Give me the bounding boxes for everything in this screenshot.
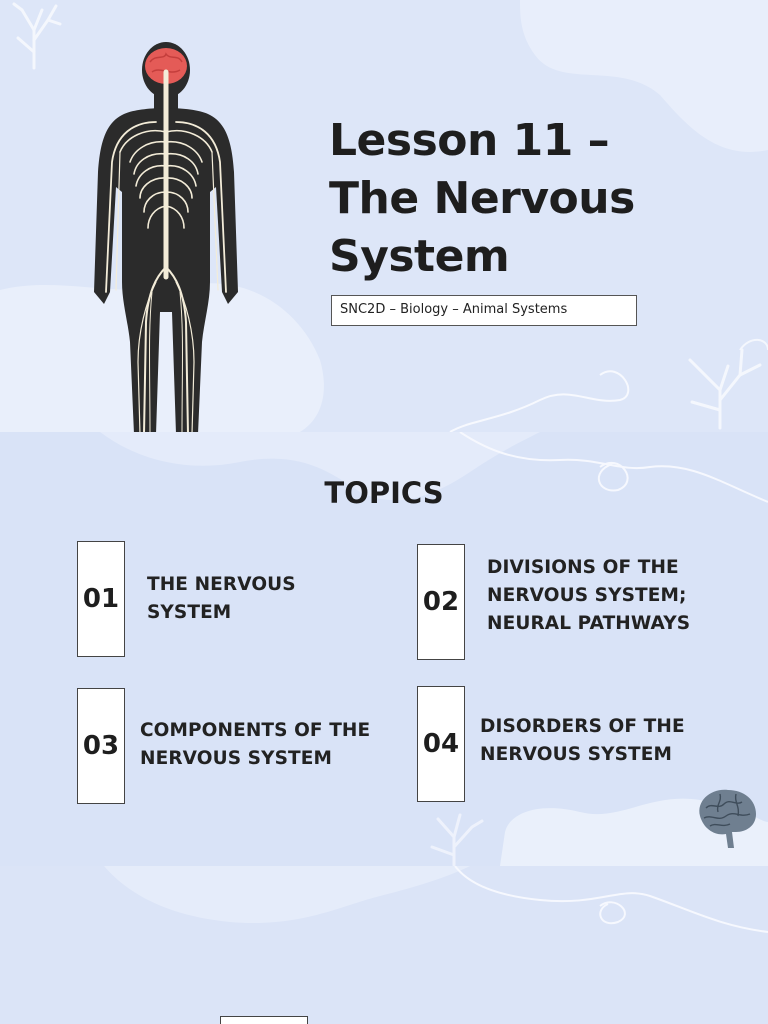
background-blob bbox=[104, 866, 768, 933]
topic-number-box: 02 bbox=[417, 544, 465, 660]
next-slide-partial bbox=[0, 866, 768, 1024]
lesson-title: Lesson 11 – The Nervous System bbox=[329, 112, 669, 286]
topic-line: SYSTEM bbox=[147, 602, 232, 623]
title-line: System bbox=[329, 231, 510, 282]
topic-line: COMPONENTS OF THE bbox=[140, 720, 371, 741]
topic-title: DIVISIONS OF THE NERVOUS SYSTEM; NEURAL … bbox=[487, 554, 690, 638]
human-nervous-system-figure bbox=[94, 42, 238, 432]
topic-number-box: 01 bbox=[77, 541, 125, 657]
topic-line: NERVOUS SYSTEM; bbox=[487, 585, 687, 606]
title-slide: Lesson 11 – The Nervous System SNC2D – B… bbox=[0, 0, 768, 432]
topic-number-box: 03 bbox=[77, 688, 125, 804]
background-blob-top-right bbox=[0, 0, 768, 432]
topic-line: NERVOUS SYSTEM bbox=[480, 744, 672, 765]
topic-line: DISORDERS OF THE bbox=[480, 716, 685, 737]
topic-number-box: 04 bbox=[417, 686, 465, 802]
course-subtitle: SNC2D – Biology – Animal Systems bbox=[331, 295, 637, 326]
topic-title: DISORDERS OF THE NERVOUS SYSTEM bbox=[480, 713, 685, 769]
topic-line: DIVISIONS OF THE bbox=[487, 557, 679, 578]
topics-slide: TOPICS 01 THE NERVOUS SYSTEM 02 DIVISION… bbox=[0, 432, 768, 866]
topic-line: THE NERVOUS bbox=[147, 574, 296, 595]
title-line: Lesson 11 – bbox=[329, 115, 610, 166]
topic-title: COMPONENTS OF THE NERVOUS SYSTEM bbox=[140, 717, 370, 773]
topic-line: NERVOUS SYSTEM bbox=[140, 748, 332, 769]
title-line: The Nervous bbox=[329, 173, 635, 224]
coral-icon bbox=[12, 2, 62, 70]
content-box bbox=[220, 1016, 308, 1024]
brain-icon bbox=[699, 789, 756, 848]
topic-title: THE NERVOUS SYSTEM bbox=[147, 571, 296, 627]
topics-heading: TOPICS bbox=[324, 476, 444, 510]
coral-icon bbox=[688, 338, 768, 430]
coral-icon bbox=[430, 813, 484, 866]
topic-line: NEURAL PATHWAYS bbox=[487, 613, 691, 634]
